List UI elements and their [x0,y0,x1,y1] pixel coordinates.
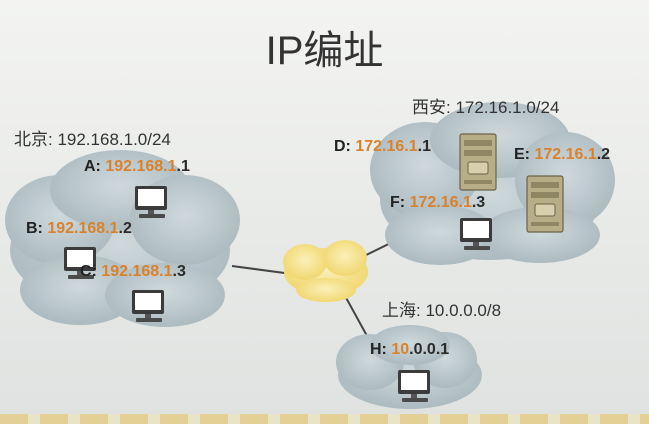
host-network-part: 192.168.1 [47,220,119,237]
host-network-part: 172.16.1 [355,138,418,155]
host-network-part: 192.168.1 [105,158,177,175]
host-name: E: [514,146,530,163]
host-label-h: H: 10.0.0.1 [370,341,449,359]
bottom-decoration [0,414,649,424]
host-network-part: 192.168.1 [101,263,173,280]
host-host-part: .3 [471,194,486,211]
host-host-part: .0.0.1 [409,341,450,358]
cloud-beijing [5,150,240,327]
host-label-d: D: 172.16.1.1 [334,138,431,156]
host-label-e: E: 172.16.1.2 [514,146,610,164]
host-host-part: .3 [172,263,186,280]
host-name: C: [80,263,97,280]
server-e-icon [526,175,564,233]
host-label-c: C: 192.168.1.3 [80,263,186,281]
link-beijing [231,265,293,275]
host-name: H: [370,341,387,358]
host-host-part: .2 [118,220,132,237]
host-network-part: 10 [391,341,410,358]
page-title: IP编址 [265,29,384,73]
host-host-part: .2 [596,146,611,163]
host-name: A: [84,158,101,175]
host-host-part: .1 [176,158,190,175]
cloud-shanghai [336,325,482,409]
host-name: B: [26,220,43,237]
host-label-b: B: 192.168.1.2 [26,220,132,238]
host-name: D: [334,138,351,155]
host-name: F: [390,194,406,211]
network-label-xian: 西安: 172.16.1.0/24 [412,98,560,117]
server-d-icon [459,133,497,191]
network-label-beijing: 北京: 192.168.1.0/24 [14,130,171,149]
host-label-a: A: 192.168.1.1 [84,158,190,176]
host-network-part: 172.16.1 [534,146,597,163]
network-label-shanghai: 上海: 10.0.0.0/8 [382,301,502,320]
host-network-part: 172.16.1 [409,194,472,211]
host-label-f: F: 172.16.1.3 [390,194,485,212]
cloud-internet [283,240,368,302]
host-host-part: .1 [417,138,431,155]
